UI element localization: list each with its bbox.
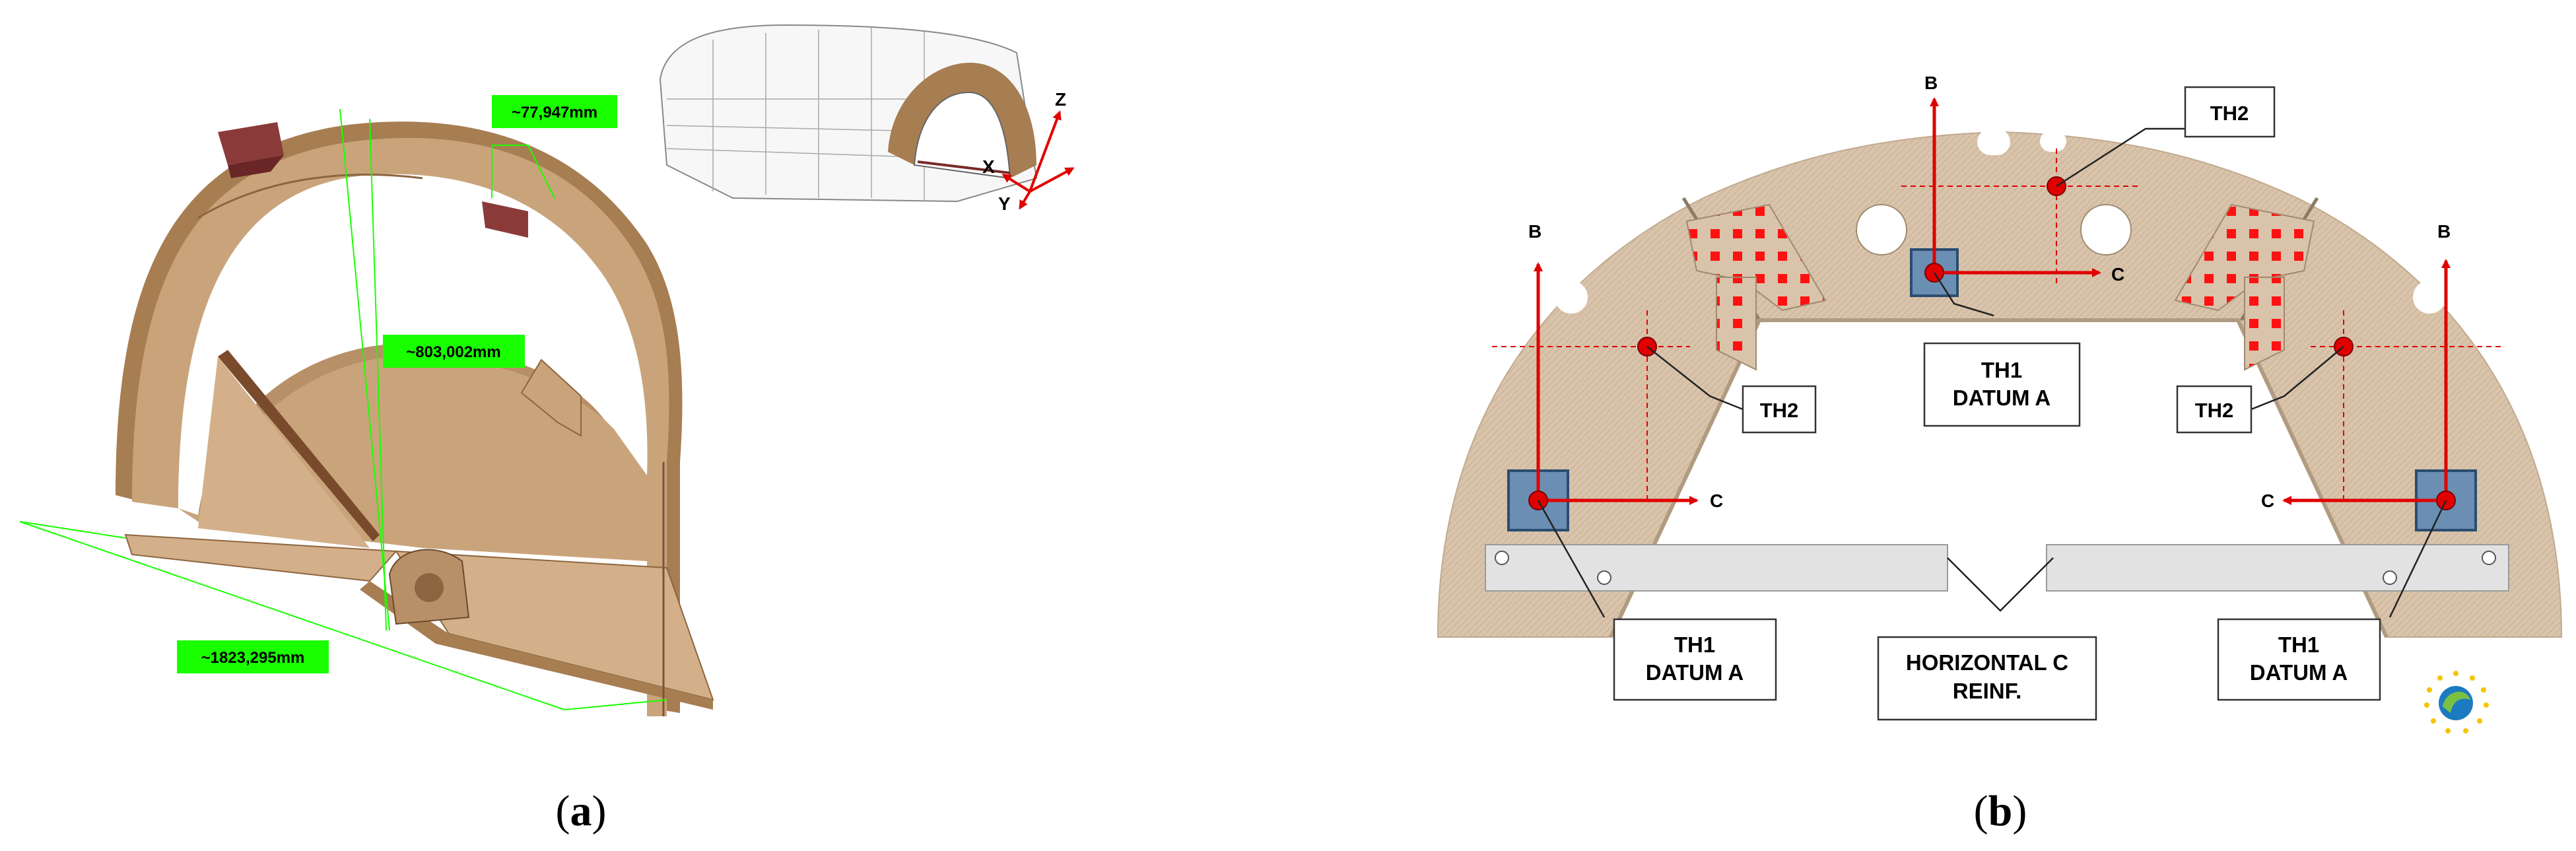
callout-datum-right: TH1 DATUM A: [2217, 618, 2381, 701]
panel-b: B C B C B C TH2 TH2 TH2: [1437, 73, 2563, 835]
axis-label-y: Y: [998, 193, 1011, 214]
axis-label-z: Z: [1055, 89, 1066, 110]
arrow-label-center-c: C: [2111, 264, 2124, 285]
svg-text:TH2: TH2: [1760, 399, 1799, 422]
callout-horizontal-c-reinf: HORIZONTAL C REINF.: [1877, 636, 2097, 721]
datum-arrows: [1534, 97, 2451, 505]
callout-datum-left: TH1 DATUM A: [1613, 618, 1777, 701]
axis-label-x: X: [982, 156, 995, 177]
arrow-label-center-b: B: [1924, 73, 1938, 93]
dimension-label-height: ~803,002mm: [383, 335, 525, 368]
svg-text:REINF.: REINF.: [1953, 679, 2022, 703]
dimension-lines: [19, 108, 667, 710]
arrow-label-right-c: C: [2261, 491, 2274, 511]
axis-triad: [1001, 110, 1075, 210]
svg-text:DATUM A: DATUM A: [2250, 660, 2348, 685]
callout-th2-left: TH2: [1742, 385, 1817, 434]
frame-3d-model: [116, 121, 714, 717]
reinforcement-zone-right: [2174, 203, 2315, 371]
svg-text:~77,947mm: ~77,947mm: [512, 104, 597, 121]
svg-text:HORIZONTAL C: HORIZONTAL C: [1906, 650, 2068, 675]
svg-text:DATUM A: DATUM A: [1953, 386, 2051, 410]
svg-text:~1823,295mm: ~1823,295mm: [201, 649, 305, 667]
dimension-label-length: ~1823,295mm: [177, 640, 329, 673]
svg-text:TH2: TH2: [2210, 102, 2249, 125]
fuselage-thumbnail: [659, 24, 1038, 203]
panel-label-b: (b): [1974, 787, 2027, 835]
callout-datum-center: TH1 DATUM A: [1923, 342, 2081, 427]
reinforcement-zone-left: [1685, 203, 1827, 371]
arrow-label-left-c: C: [1710, 491, 1723, 511]
svg-text:~803,002mm: ~803,002mm: [406, 343, 500, 361]
svg-text:TH1: TH1: [1674, 632, 1715, 657]
leader-lines: [1537, 127, 2447, 618]
dimension-label-width: ~77,947mm: [492, 95, 617, 128]
arrow-label-right-b: B: [2437, 221, 2451, 242]
panel-label-a: (a): [556, 787, 607, 835]
svg-text:DATUM A: DATUM A: [1646, 660, 1744, 685]
horizontal-c-reinforcement-right: [2046, 544, 2509, 592]
svg-text:TH2: TH2: [2195, 399, 2234, 422]
svg-text:TH1: TH1: [2278, 632, 2319, 657]
svg-text:TH1: TH1: [1981, 358, 2022, 382]
eu-logo-icon: [2424, 671, 2489, 733]
panel-a: ~77,947mm ~803,002mm ~1823,295mm Z X Y: [19, 24, 1075, 835]
horizontal-c-reinforcement-left: [1485, 544, 1948, 592]
arrow-label-left-b: B: [1528, 221, 1542, 242]
callout-th2-right: TH2: [2176, 385, 2253, 434]
callout-th2-top: TH2: [2184, 86, 2276, 138]
